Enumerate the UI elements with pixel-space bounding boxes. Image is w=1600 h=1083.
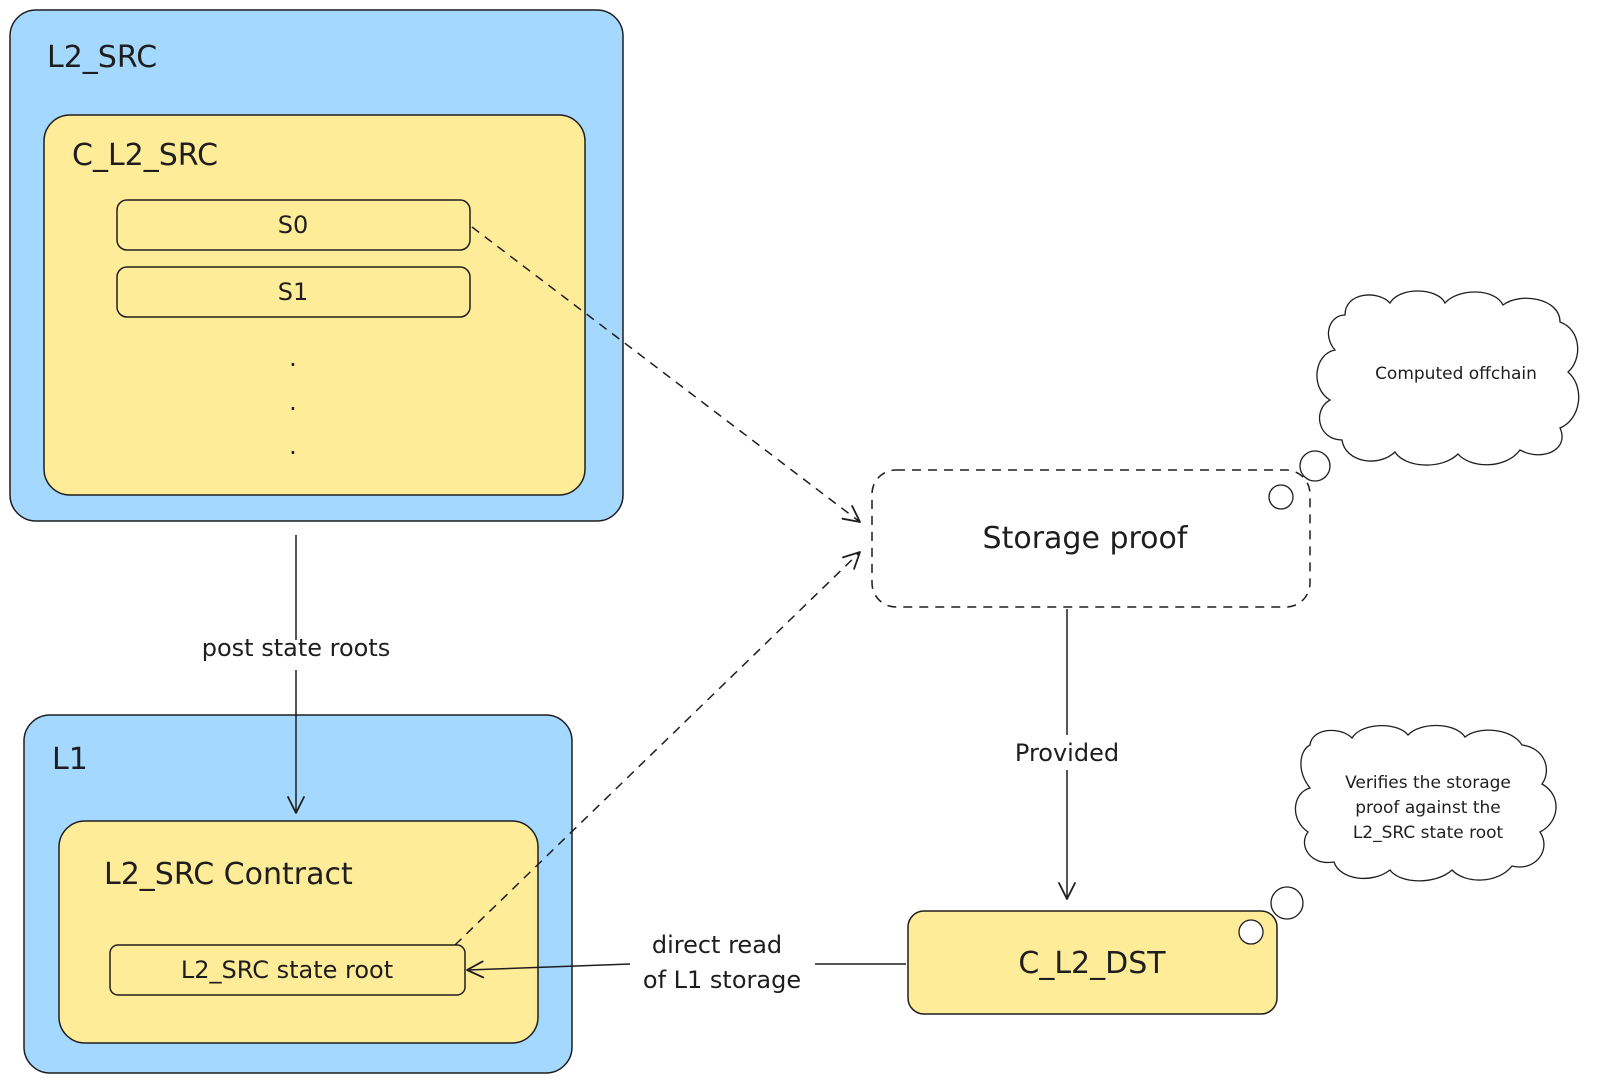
l2-src-title: L2_SRC — [47, 40, 157, 75]
l2-src-contract-title: L2_SRC Contract — [104, 857, 353, 892]
cloud-offchain-note: Computed offchain — [1316, 290, 1580, 466]
state-root-label: L2_SRC state root — [181, 956, 393, 984]
edge-provided-label: Provided — [1015, 739, 1119, 767]
cloud-shape — [1294, 724, 1557, 882]
l2-src-contract-box — [58, 820, 539, 1044]
thought-bubble-medium — [1299, 450, 1331, 482]
storage-slot-s1-label: S1 — [278, 278, 309, 306]
edge-direct-read-arrow — [466, 960, 631, 979]
ellipsis-dot-1: . — [289, 344, 297, 372]
edge-direct-read-label-1: direct read — [652, 931, 782, 959]
storage-proof-node: Storage proof — [871, 450, 1331, 608]
ellipsis-dot-2: . — [289, 388, 297, 416]
l2-src-block: L2_SRC C_L2_SRC S0 S1 . . . — [9, 9, 624, 522]
storage-proof-title: Storage proof — [983, 521, 1189, 556]
cloud-verifies-note: Verifies the storage proof against the L… — [1294, 724, 1557, 882]
c-l2-src-contract: C_L2_SRC S0 S1 . . . — [43, 114, 586, 496]
storage-proof-box — [871, 469, 1311, 608]
edge-post-state-roots: post state roots — [202, 535, 391, 814]
cloud-shape — [1316, 290, 1580, 466]
storage-slot-s0-label: S0 — [278, 211, 309, 239]
ellipsis-dot-3: . — [289, 432, 297, 460]
cloud-verifies-line3: L2_SRC state root — [1353, 823, 1504, 843]
edge-state-root-to-storage-proof — [454, 551, 861, 946]
c-l2-dst-node: C_L2_DST — [907, 886, 1304, 1015]
l1-title: L1 — [52, 742, 88, 777]
c-l2-dst-box — [907, 910, 1278, 1015]
edge-direct-read-label-2: of L1 storage — [643, 966, 801, 994]
cloud-verifies-line2: proof against the — [1355, 798, 1501, 818]
edge-direct-read: direct read of L1 storage — [466, 931, 906, 994]
storage-slot-s1: S1 — [116, 266, 471, 318]
edge-s0-to-storage-proof — [471, 226, 861, 523]
thought-bubble-small — [1238, 919, 1264, 945]
cloud-offchain-text: Computed offchain — [1375, 364, 1537, 384]
c-l2-dst-title: C_L2_DST — [1018, 946, 1166, 981]
l2-src-contract: L2_SRC Contract L2_SRC state root — [58, 820, 539, 1044]
l1-block: L1 L2_SRC Contract L2_SRC state root — [23, 714, 573, 1074]
c-l2-src-title: C_L2_SRC — [72, 138, 218, 173]
edge-provided: Provided — [1015, 609, 1119, 900]
state-root-slot: L2_SRC state root — [109, 944, 466, 996]
cloud-verifies-line1: Verifies the storage — [1345, 773, 1511, 793]
storage-slot-s0: S0 — [116, 199, 471, 251]
edge-post-state-roots-label: post state roots — [202, 634, 391, 662]
thought-bubble-small — [1268, 484, 1294, 510]
thought-bubble-medium — [1270, 886, 1304, 920]
